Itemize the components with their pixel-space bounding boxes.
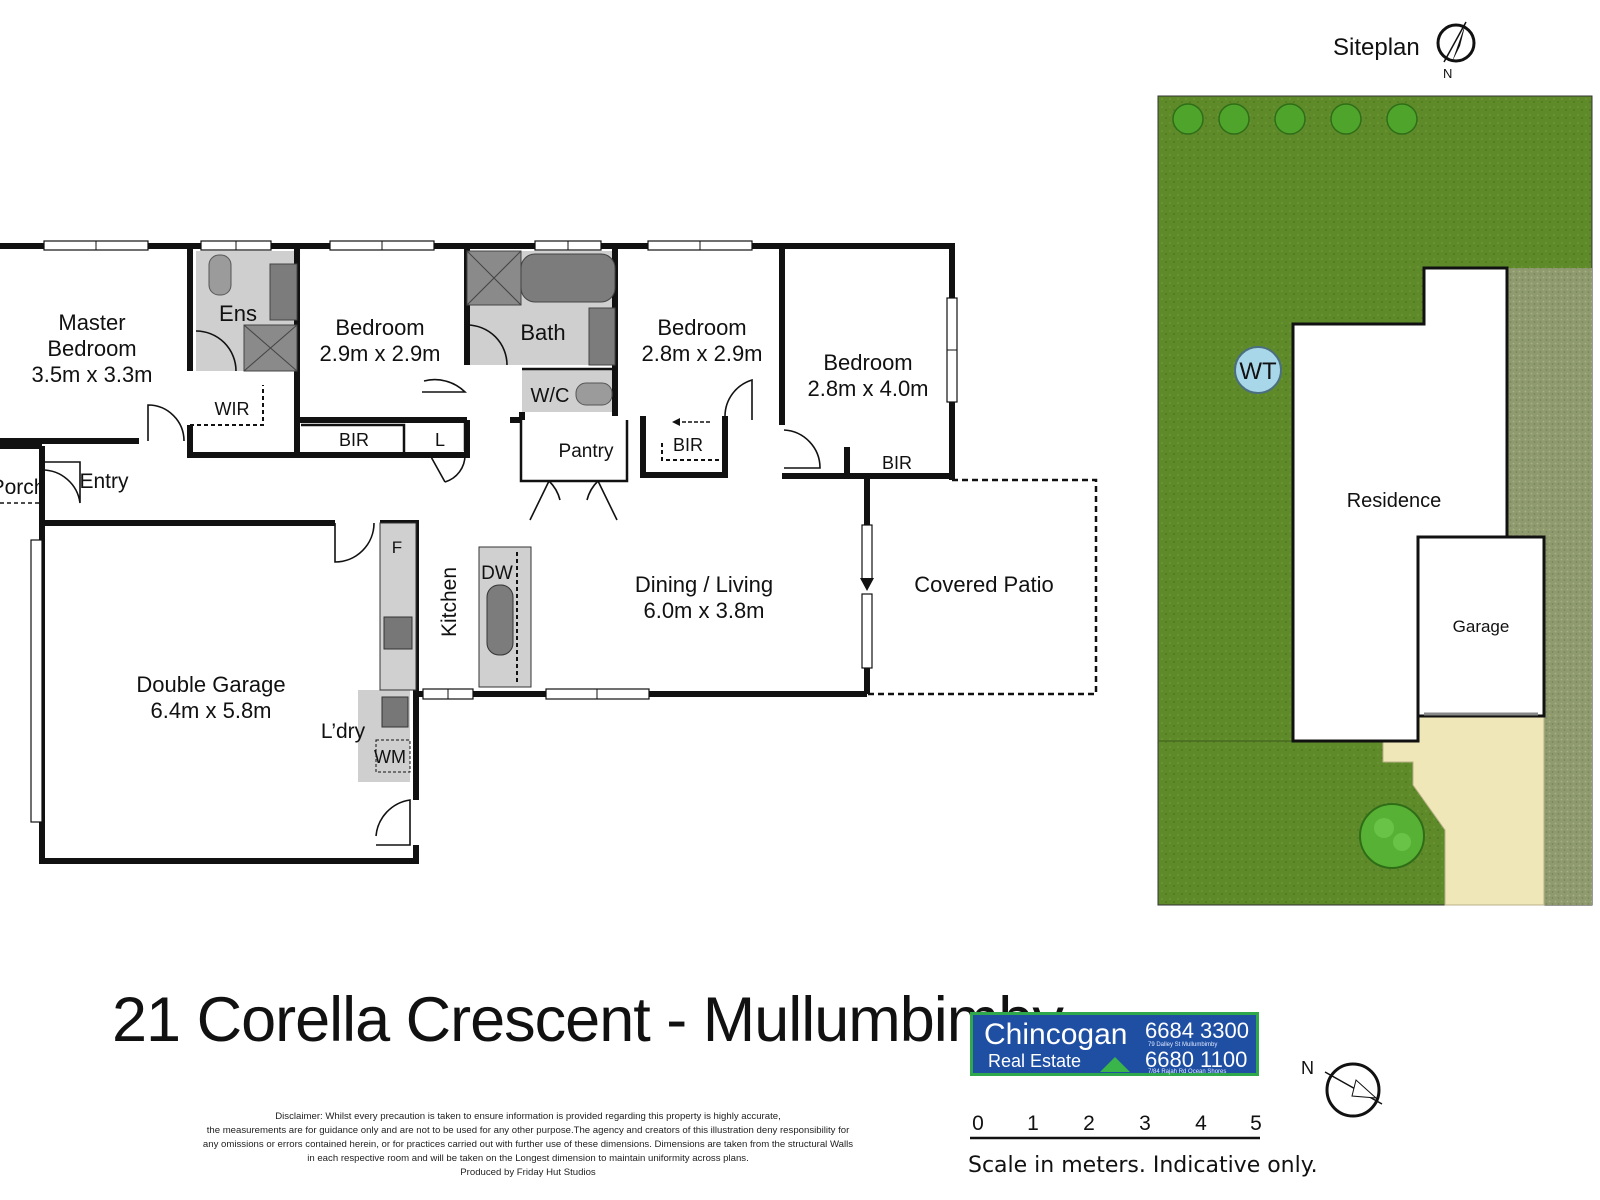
bir-arrow-icon: [672, 418, 710, 426]
shrubs: [1172, 103, 1418, 135]
scale-tick-0: 0: [972, 1112, 984, 1135]
entry-label: Entry: [79, 470, 129, 493]
bedroom-2-size: 2.9m x 2.9m: [319, 341, 440, 366]
master-bedroom-name-2: Bedroom: [47, 336, 136, 361]
washing-machine: [375, 739, 411, 773]
pantry-label: Pantry: [559, 441, 614, 462]
floor-plan: Master Bedroom 3.5m x 3.3m Ens WIR Bedro…: [0, 240, 1098, 864]
logo-phone-1: 6684 3300: [1145, 1018, 1249, 1043]
wm-label: WM: [374, 747, 406, 767]
fridge-label: F: [392, 538, 402, 557]
bedroom-3-size: 2.8m x 2.9m: [641, 341, 762, 366]
logo-address-2: 7/84 Rajah Rd Ocean Shores: [1148, 1069, 1227, 1075]
scale-tick-4: 4: [1195, 1112, 1207, 1135]
window-mullions: [95, 241, 957, 699]
bir-label-3: BIR: [882, 453, 912, 473]
doors: [0, 324, 821, 846]
bedroom-4-size: 2.8m x 4.0m: [807, 376, 928, 401]
thin-walls: [301, 367, 629, 483]
laundry-tub: [381, 696, 409, 728]
compass-icon: [1436, 21, 1476, 63]
linen-label: L: [435, 430, 445, 450]
disclaimer-line: any omissions or errors contained herein…: [202, 1139, 854, 1150]
scale-bar: 0 1 2 3 4 5: [970, 1112, 1262, 1140]
wc-label: W/C: [531, 385, 570, 407]
logo-phone-2: 6680 1100: [1145, 1047, 1248, 1072]
bath-label: Bath: [520, 320, 565, 345]
north-label: N: [1301, 1058, 1314, 1078]
fixtures: [190, 250, 720, 773]
property-address-title: 21 Corella Crescent - Mullumbimby: [112, 985, 1064, 1055]
scale-tick-1: 1: [1027, 1112, 1039, 1135]
ensuite-toilet: [208, 254, 232, 296]
water-tank: [1234, 346, 1282, 394]
opening-arrow-icon: [860, 578, 874, 591]
dishwasher-label: DW: [481, 563, 513, 584]
wir-label: WIR: [215, 399, 250, 419]
covered-patio-outline: [867, 478, 1098, 696]
kitchen-label: Kitchen: [438, 567, 461, 637]
disclaimer-line: the measurements are for guidance only a…: [206, 1125, 850, 1136]
dining-living-name: Dining / Living: [635, 572, 773, 597]
bir-dash: [661, 443, 720, 461]
disclaimer-credit: Produced by Friday Hut Studios: [460, 1167, 596, 1178]
driveway: [1382, 716, 1545, 906]
double-garage-size: 6.4m x 5.8m: [150, 698, 271, 723]
residence-label: Residence: [1347, 490, 1442, 512]
siteplan-title: Siteplan: [1333, 34, 1420, 61]
siteplan-north-label: N: [1443, 66, 1452, 81]
bedroom-3-name: Bedroom: [657, 315, 746, 340]
scale-tick-3: 3: [1139, 1112, 1151, 1135]
double-garage-name: Double Garage: [136, 672, 285, 697]
tree: [1359, 803, 1425, 869]
ensuite-label: Ens: [219, 301, 257, 326]
master-bedroom-size: 3.5m x 3.3m: [31, 362, 152, 387]
porch-label: Porch: [0, 476, 45, 499]
wir-dash: [190, 385, 264, 426]
bir-label-1: BIR: [339, 430, 369, 450]
disclaimer-line: Disclaimer: Whilst every precaution is t…: [275, 1111, 781, 1122]
logo-subtitle: Real Estate: [988, 1051, 1082, 1071]
bath-vanity: [588, 307, 616, 366]
fridge-bench: [379, 522, 417, 691]
disclaimer-line: in each respective room and will be take…: [307, 1153, 749, 1164]
garage-footprint: [1416, 535, 1546, 718]
dining-living-size: 6.0m x 3.8m: [643, 598, 764, 623]
wc-toilet: [575, 382, 613, 406]
agency-logo: Chincogan Real Estate 6684 3300 79 Dalle…: [970, 1012, 1259, 1076]
room-labels: Master Bedroom 3.5m x 3.3m Ens WIR Bedro…: [0, 301, 1054, 767]
bathtub: [520, 253, 616, 303]
siteplan: WT Residence Garage Siteplan N: [1157, 21, 1593, 906]
master-bedroom-name: Master: [58, 310, 125, 335]
logo-address-1: 79 Dalley St Mullumbimby: [1148, 1042, 1218, 1048]
bedroom-4-name: Bedroom: [823, 350, 912, 375]
sink: [486, 584, 514, 656]
covered-patio-label: Covered Patio: [914, 572, 1053, 597]
cooktop: [383, 616, 413, 650]
site-garage-label: Garage: [1453, 617, 1510, 636]
logo-brand: Chincogan: [984, 1018, 1128, 1051]
water-tank-label: WT: [1239, 358, 1277, 385]
ensuite-vanity: [269, 263, 298, 321]
disclaimer: Disclaimer: Whilst every precaution is t…: [198, 1110, 858, 1180]
scale-tick-5: 5: [1250, 1112, 1262, 1135]
north-compass-icon: [1324, 1062, 1383, 1118]
laundry-label: L’dry: [321, 720, 366, 743]
mountain-icon: [1100, 1057, 1130, 1072]
bedroom-2-name: Bedroom: [335, 315, 424, 340]
bir-label-2: BIR: [673, 435, 703, 455]
scale-note: Scale in meters. Indicative only.: [968, 1153, 1318, 1178]
scale-tick-2: 2: [1083, 1112, 1095, 1135]
